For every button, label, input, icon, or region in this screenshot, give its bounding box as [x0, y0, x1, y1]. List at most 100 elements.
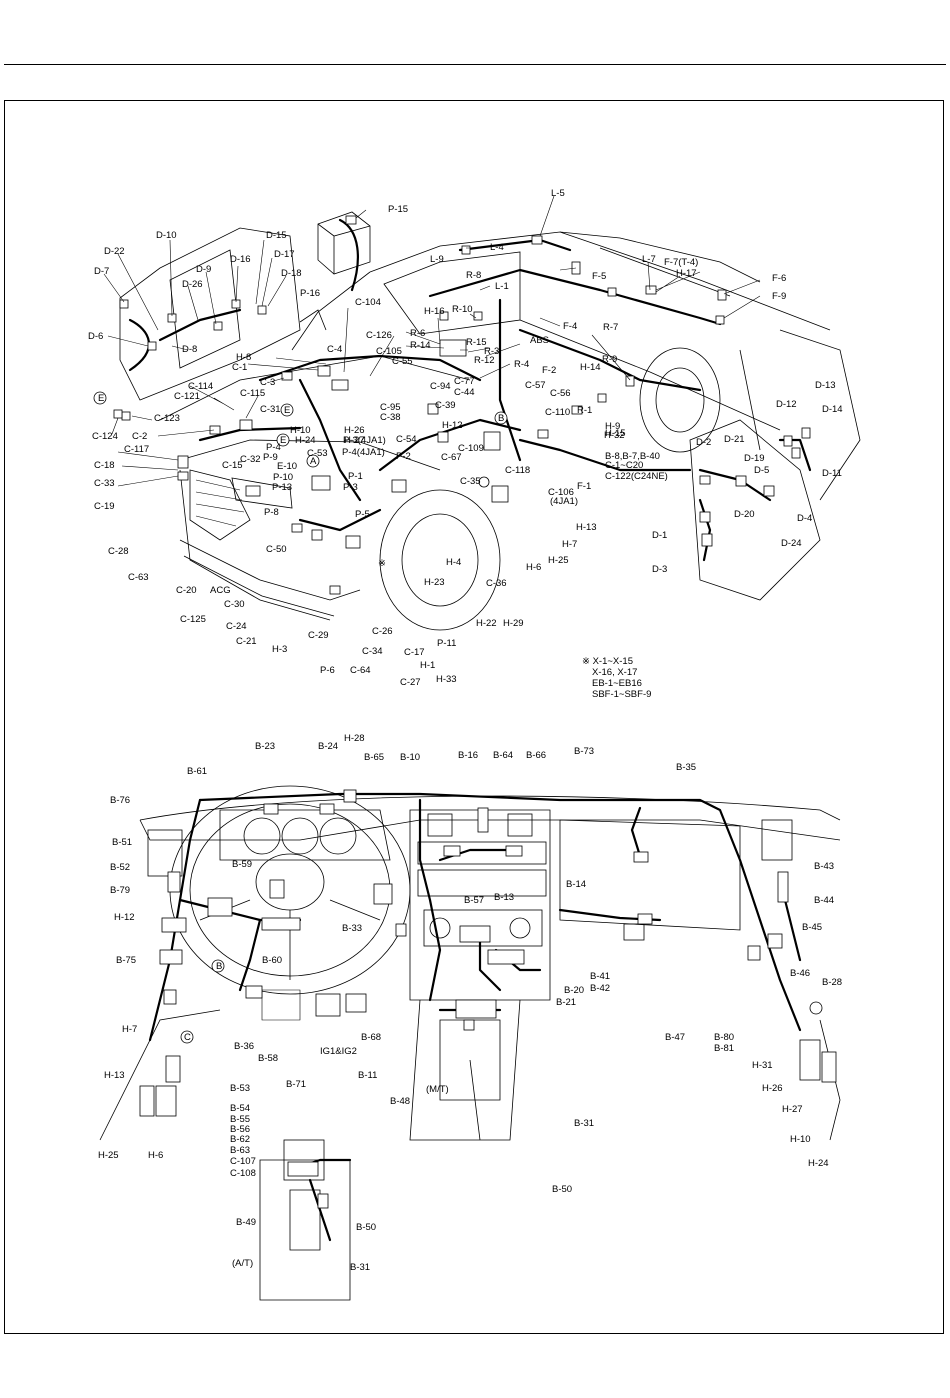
connector-label: C-63	[128, 572, 149, 583]
connector-label: B-62	[230, 1134, 250, 1145]
connector-label: L-5	[551, 188, 565, 199]
connector-label: C-31	[260, 404, 281, 415]
connector-label: B-57	[464, 895, 484, 906]
connector-label: C-123	[154, 413, 180, 424]
connector-label: H-24	[295, 435, 316, 446]
instrument-harness	[148, 792, 802, 1242]
connector-label: H-7	[122, 1024, 137, 1035]
connector-label: P-9	[263, 452, 278, 463]
connector-label: C-107	[230, 1156, 256, 1167]
connector-label: R-4	[514, 359, 529, 370]
connector-label: B-8,B-7,B-40	[605, 451, 660, 462]
connector-label: D-3	[652, 564, 667, 575]
connector-label: P-3(4JA1)	[343, 435, 386, 446]
connector-label: H-27	[344, 435, 365, 446]
connector-label: B-23	[255, 741, 275, 752]
connector-label: R-10	[452, 304, 473, 315]
connector-label: B	[498, 413, 504, 424]
connector-label: B-65	[364, 752, 384, 763]
connector-label: E-10	[277, 461, 297, 472]
connector-label: B-64	[493, 750, 513, 761]
connector-label: D-7	[94, 266, 109, 277]
connector-label: C-4	[327, 344, 342, 355]
connector-label: C-38	[380, 412, 401, 423]
connector-label: B-50	[356, 1222, 376, 1233]
connector-label: (M/T)	[426, 1084, 449, 1095]
connector-label: B-16	[458, 750, 478, 761]
connector-label: L-9	[430, 254, 444, 265]
connector-label: X-16, X-17	[592, 667, 637, 678]
upper-connectors	[113, 215, 811, 595]
connector-label: B-61	[187, 766, 207, 777]
connector-label: B-14	[566, 879, 586, 890]
connector-label: H-15	[605, 428, 626, 439]
connector-label: F-7(T-4)	[664, 257, 698, 268]
connector-label: (4JA1)	[550, 496, 578, 507]
connector-label: C-18	[94, 460, 115, 471]
connector-label: D-11	[822, 468, 842, 479]
connector-label: B-47	[665, 1032, 685, 1043]
connector-label: D-15	[266, 230, 287, 241]
connector-label: D-22	[104, 246, 125, 257]
connector-label: B-56	[230, 1124, 250, 1135]
connector-label: H-31	[752, 1060, 773, 1071]
connector-label: B-58	[258, 1053, 278, 1064]
connector-label: B-71	[286, 1079, 306, 1090]
connector-label: B-45	[802, 922, 822, 933]
connector-label: ※	[378, 558, 386, 569]
connector-label: H-28	[344, 733, 365, 744]
connector-label: R-1	[577, 405, 592, 416]
connector-label: B-76	[110, 795, 130, 806]
connector-label: B-10	[400, 752, 420, 763]
connector-label: R-7	[603, 322, 618, 333]
connector-label: D-4	[797, 513, 812, 524]
connector-label: P-6	[320, 665, 335, 676]
connector-label: C	[184, 1032, 191, 1043]
connector-label: C-95	[380, 402, 401, 413]
connector-label: C-20	[176, 585, 197, 596]
connector-label: B-36	[234, 1041, 254, 1052]
connector-label: H-4	[446, 557, 461, 568]
connector-label: P-3	[343, 482, 358, 493]
connector-label: C-34	[362, 646, 383, 657]
connector-label: H-9	[605, 421, 620, 432]
connector-label: C-1	[232, 362, 247, 373]
connector-label: P-15	[388, 204, 408, 215]
connector-label: B-49	[236, 1217, 256, 1228]
connector-label: R-3	[484, 346, 499, 357]
connector-label: C-117	[124, 444, 149, 455]
connector-label: H-8	[236, 352, 251, 363]
connector-label: H-26	[762, 1083, 783, 1094]
connector-label: B-28	[822, 977, 842, 988]
connector-label: H-27	[782, 1104, 803, 1115]
connector-label: C-24	[226, 621, 247, 632]
connector-label: C-28	[108, 546, 129, 557]
connector-label: B-21	[556, 997, 576, 1008]
connector-label: H-14	[580, 362, 601, 373]
connector-label: B-59	[232, 859, 252, 870]
connector-label: C-21	[236, 636, 257, 647]
connector-label: B-55	[230, 1114, 250, 1125]
connector-label: C-3	[260, 377, 275, 388]
connector-label: P-8	[264, 507, 279, 518]
connector-label: D-9	[196, 264, 211, 275]
connector-label: B-80	[714, 1032, 734, 1043]
connector-label: D-5	[754, 465, 769, 476]
connector-label: P-2	[396, 451, 411, 462]
connector-label: H-16	[424, 306, 445, 317]
connector-label: C-106	[548, 487, 574, 498]
connector-label: C-104	[355, 297, 381, 308]
connector-label: R-14	[410, 340, 431, 351]
connector-label: ※ X-1~X-15	[582, 656, 633, 667]
connector-label: C-27	[400, 677, 421, 688]
connector-label: L-1	[495, 281, 509, 292]
connector-label: D-24	[781, 538, 802, 549]
connector-label: B-11	[358, 1070, 377, 1081]
connector-label: B-35	[676, 762, 696, 773]
connector-label: C-29	[308, 630, 329, 641]
connector-label: B-75	[116, 955, 136, 966]
connector-label: R-6	[410, 328, 425, 339]
connector-label: B-46	[790, 968, 810, 979]
